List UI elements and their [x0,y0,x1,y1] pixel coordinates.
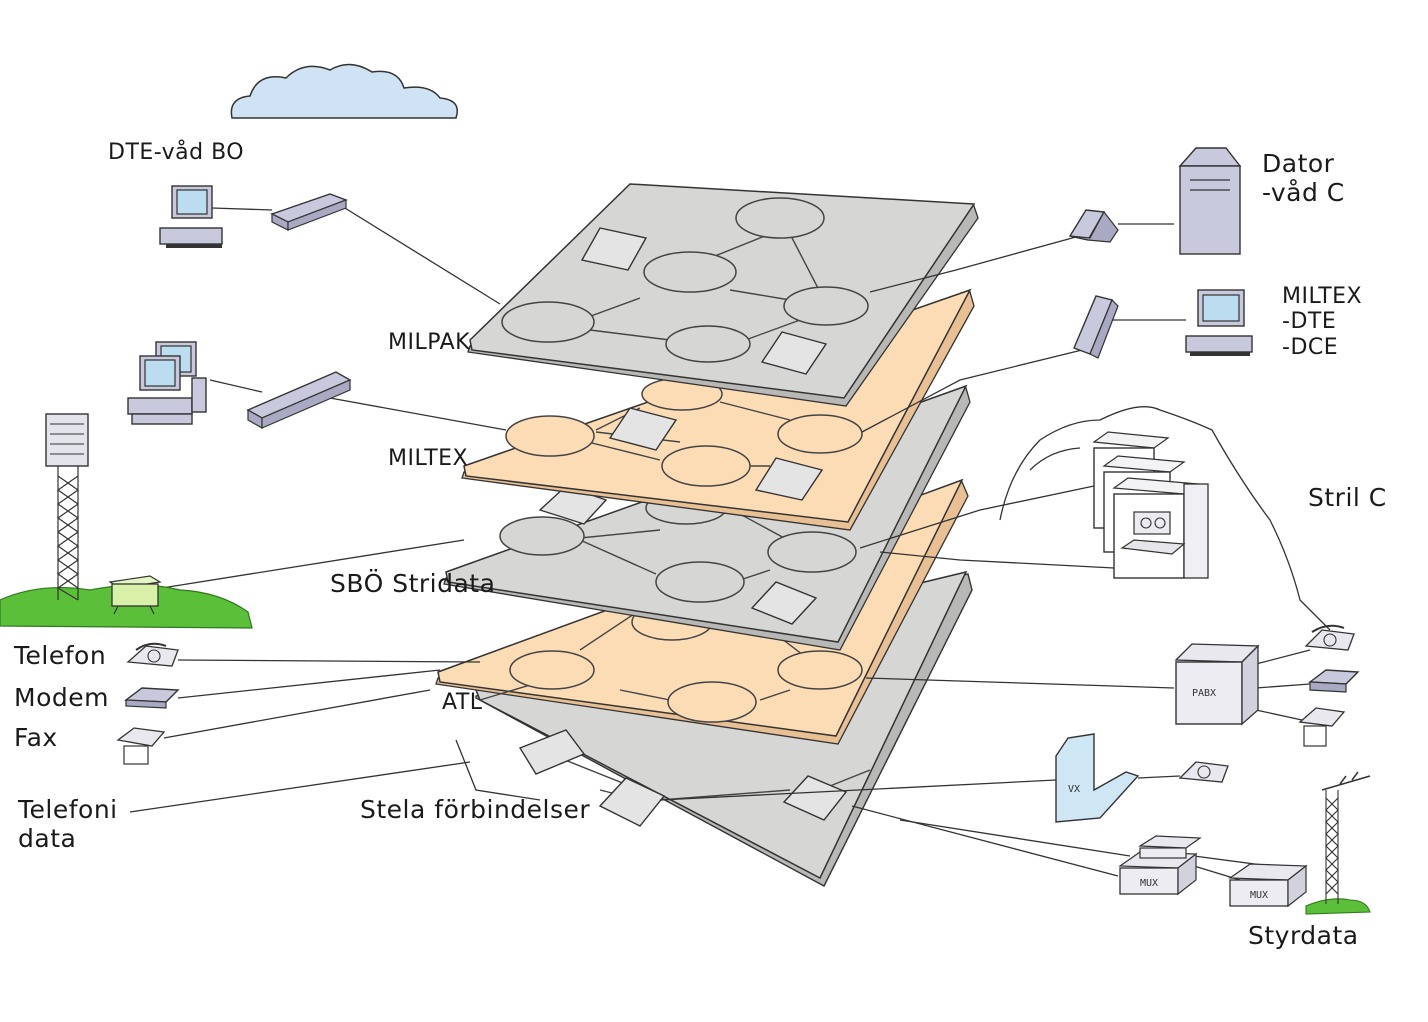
pabx-icon: PABX [1174,643,1260,726]
modem-miltex-right-icon [1073,295,1119,359]
label-stril: Stril C [1308,483,1387,512]
label-fax: Fax [14,723,58,752]
server-dator-icon [1178,147,1242,255]
computer-dte-bo-icon [159,185,223,248]
modem-pabx-icon [1308,669,1360,693]
label-telefon: Telefon [14,641,107,670]
layer-milpak-box-1 [580,227,648,271]
modem-left-icon [124,687,180,709]
computers-miltex-left-icon [127,341,207,425]
layer-label-stela: Stela förbindelser [360,795,591,824]
stril-console-icon [1092,431,1209,579]
layer-label-milpak: MILPAK [388,330,471,355]
label-styrdata: Styrdata [1248,921,1359,950]
layer-label-atl: ATL [442,690,483,715]
layer-miltex-box-1 [608,407,678,451]
modem-miltex-left-icon [246,371,352,430]
label-miltex-dte-dce: MILTEX -DTE -DCE [1282,284,1363,360]
mux2-label: MUX [1250,890,1268,901]
pabx-label: PABX [1192,688,1216,699]
vx-label: VX [1068,784,1080,795]
connection-lines [129,204,1331,881]
small-tower-icon [1305,771,1371,915]
mux1-label: MUX [1140,878,1158,889]
mux-icon-2: MUX [1228,863,1308,908]
telephone-left-icon [126,642,179,667]
fax-pabx-icon [1298,707,1346,747]
telephone-pabx-icon [1304,624,1355,651]
layer-label-miltex: MILTEX [388,446,469,471]
mux-icon-top [1138,835,1202,859]
radio-unit-icon [108,575,162,615]
label-dte-bo: DTE-våd BO [108,140,245,165]
modem-dte-bo-icon [270,193,348,231]
layer-label-stridata: SBÖ Stridata [330,569,496,598]
modem-dator-icon [1068,209,1119,243]
layer-stridata-box [750,581,818,625]
label-modem: Modem [14,683,109,712]
vx-icon: VX [1055,733,1140,823]
layer-stela-box-3 [782,775,848,821]
layer-stela-box-1 [518,729,586,775]
cloud-icon [230,63,458,119]
label-telefoni-data: Telefoni data [18,795,118,853]
layer-milpak [467,183,979,407]
layer-miltex-box-2 [754,457,824,501]
computer-miltex-right-icon [1185,289,1253,356]
label-dator: Dator -våd C [1262,149,1345,207]
telephone-vx-icon [1178,761,1229,783]
fax-icon [116,727,166,765]
layer-stela-box-2 [598,777,666,827]
layer-milpak-box-2 [760,331,828,375]
